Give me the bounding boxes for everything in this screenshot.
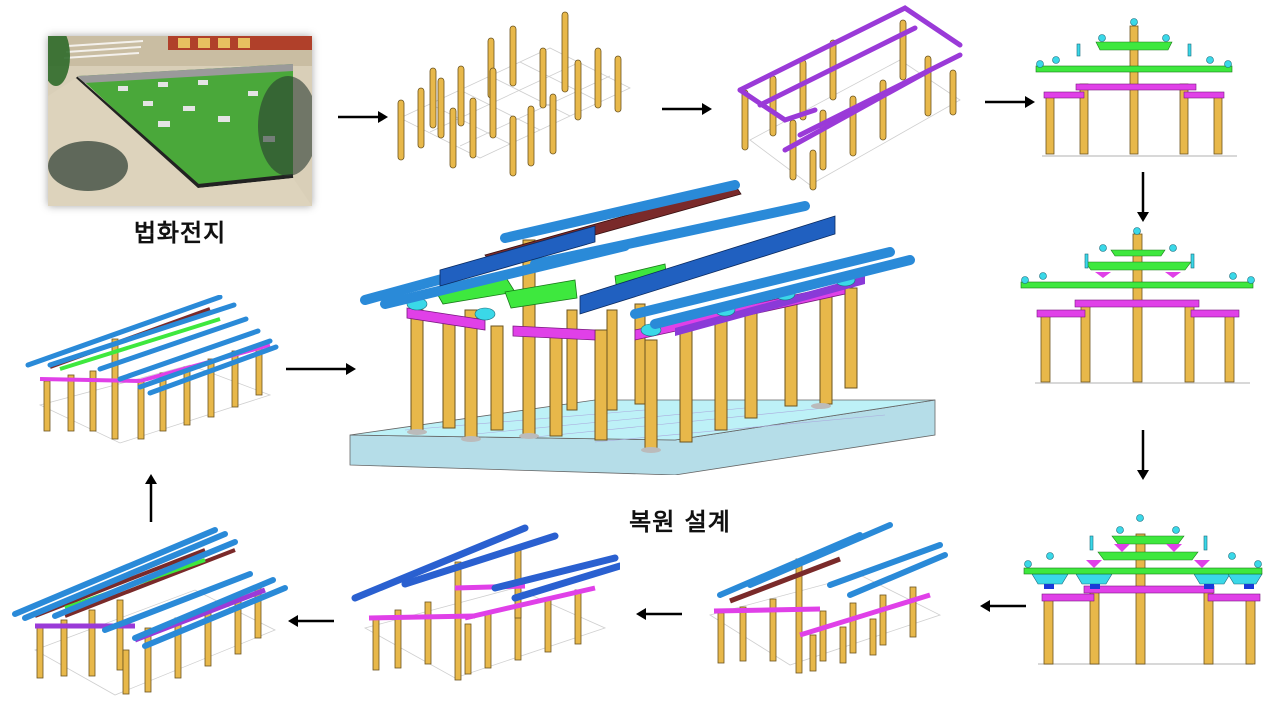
step-frame-complete [20,295,280,445]
step-columns-tiebeams [730,0,970,195]
restoration-design-model [345,180,940,475]
step-section-full [1018,512,1263,667]
site-photo-image [48,36,312,206]
site-photo-label: 법화전지 [133,219,227,247]
step-columns-grid [390,8,640,198]
arrow-down-icon [1137,172,1149,222]
site-photo [48,36,312,206]
arrow-right-icon [338,111,388,123]
arrow-up-icon [145,474,157,522]
step-section-basic [1032,14,1252,159]
step-frame-partial-roof [690,515,950,675]
arrow-right-icon [286,363,356,375]
arrow-down-icon [1137,430,1149,480]
arrow-left-icon [636,608,682,620]
arrow-right-icon [985,96,1035,108]
main-label: 복원 설계 [629,508,731,536]
step-frame-partial-roof-2 [345,518,620,683]
arrow-right-icon [662,103,712,115]
step-section-brackets [1015,226,1260,386]
arrow-left-icon [980,600,1026,612]
step-frame-roof-structure [5,520,290,700]
arrow-left-icon [288,615,334,627]
